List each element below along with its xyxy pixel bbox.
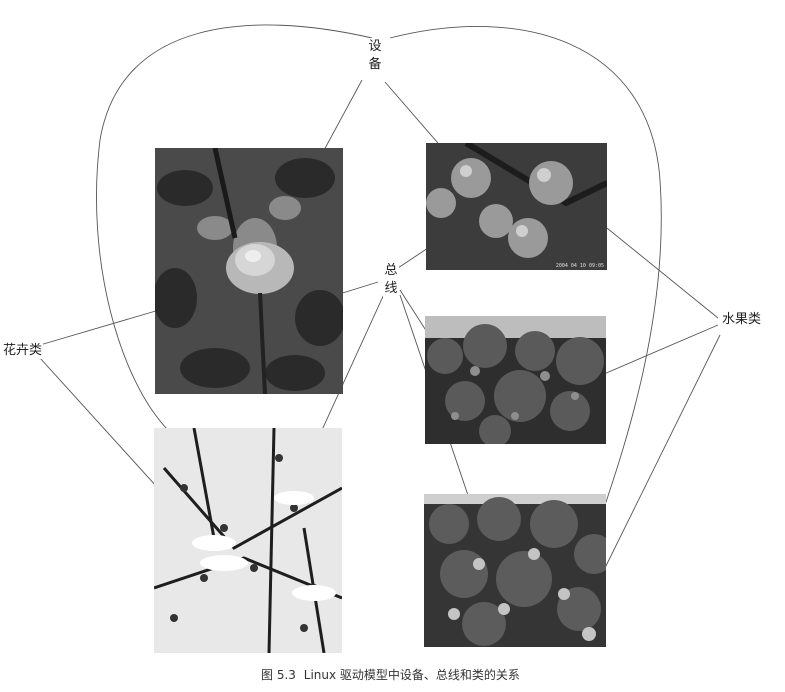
apples-photo-stamp: 2004 04 10 09:05	[556, 263, 604, 269]
device-left-arc	[96, 24, 373, 431]
figure-caption: 图 5.3 Linux 驱动模型中设备、总线和类的关系	[0, 666, 785, 683]
figure-caption-text: Linux 驱动模型中设备、总线和类的关系	[303, 668, 520, 682]
device-right-arc	[389, 26, 662, 521]
apples-photo: 2004 04 10 09:05	[426, 143, 607, 270]
fruit-to-orange	[599, 334, 721, 579]
figure-number: 图 5.3	[261, 668, 296, 682]
orange-tree-photo	[424, 494, 606, 647]
plum-blossom-photo	[154, 428, 342, 653]
device-label: 设备	[367, 38, 383, 74]
rose-photo	[155, 148, 343, 394]
bus-label: 总线	[383, 262, 399, 298]
fruit-class-label: 水果类	[721, 312, 763, 328]
apple-tree-photo	[425, 316, 606, 444]
flower-class-label: 花卉类	[2, 343, 44, 359]
fruit-to-apple-tree	[589, 324, 719, 381]
